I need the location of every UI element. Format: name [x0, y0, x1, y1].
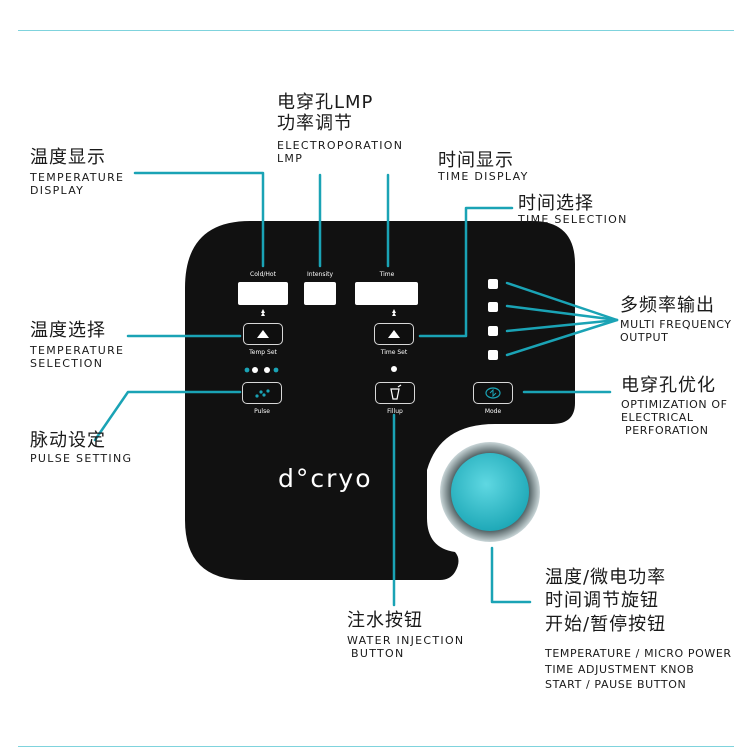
leader-multi-freq-2 — [505, 304, 619, 322]
temp-selection-en-2: SELECTION — [30, 357, 104, 371]
top-divider — [18, 30, 734, 31]
pulse-setting-en: PULSE SETTING — [30, 452, 133, 466]
time-display-cn: 时间显示 — [438, 150, 514, 171]
fillup-button[interactable] — [375, 382, 415, 404]
start-pause-knob[interactable] — [451, 453, 529, 531]
temp-selection-cn: 温度选择 — [30, 320, 106, 341]
multi-frequency-en-1: MULTI FREQUENCY — [620, 318, 732, 332]
multi-frequency-en-2: OUTPUT — [620, 331, 669, 345]
electroporation-cn-1: 电穿孔LMP — [277, 92, 374, 113]
pulse-dots-icon — [255, 389, 270, 398]
time-selection-cn: 时间选择 — [518, 193, 594, 214]
frequency-led-1 — [488, 279, 498, 289]
temp-display-en-2: DISPLAY — [30, 184, 85, 198]
temperature-display — [238, 282, 288, 305]
bottom-divider — [18, 746, 734, 747]
water-cup-icon — [390, 384, 402, 400]
frequency-led-2 — [488, 302, 498, 312]
up-triangle-icon — [257, 330, 269, 338]
opt-electro-en-3: PERFORATION — [625, 424, 709, 438]
opt-electro-en-2: ELECTRICAL — [621, 411, 694, 425]
water-injection-callout: 注水按钮 WATER INJECTION BUTTON — [347, 610, 464, 661]
temp-display-cn: 温度显示 — [30, 147, 106, 168]
knob-en-2: TIME ADJUSTMENT KNOB — [545, 662, 695, 676]
time-display-callout: 时间显示 TIME DISPLAY — [438, 150, 529, 184]
time-set-label: Time Set — [380, 349, 408, 356]
opt-electro-en-1: OPTIMIZATION OF — [621, 398, 728, 412]
fillup-label: Fillup — [387, 408, 403, 415]
brand-logo: d°cryo — [278, 464, 373, 493]
electroporation-cn-2: 功率调节 — [277, 113, 353, 135]
temp-display-en-1: TEMPERATURE — [30, 171, 125, 185]
frequency-led-4 — [488, 350, 498, 360]
electroporation-en-1: ELECTROPORATION — [277, 139, 404, 153]
knob-face — [451, 453, 529, 531]
knob-callout: 温度/微电功率 时间调节旋钮 开始/暂停按钮 TEMPERATURE / MIC… — [545, 566, 732, 692]
knob-cn-3: 开始/暂停按钮 — [545, 613, 667, 635]
pulse-setting-callout: 脉动设定 PULSE SETTING — [30, 430, 132, 466]
time-display — [355, 282, 418, 305]
multi-frequency-callout: 多频率输出 MULTI FREQUENCY OUTPUT — [620, 295, 732, 345]
leader-multi-freq-4 — [505, 318, 619, 357]
time-label: Time — [379, 271, 395, 278]
leader-pulse — [93, 390, 242, 442]
temp-selection-en-1: TEMPERATURE — [30, 344, 125, 358]
time-set-button[interactable] — [374, 323, 414, 345]
time-selection-callout: 时间选择 TIME SELECTION — [518, 193, 628, 227]
mode-button[interactable] — [473, 382, 513, 404]
water-injection-cn: 注水按钮 — [347, 610, 423, 631]
up-triangle-icon — [388, 330, 400, 338]
knob-cn-1: 温度/微电功率 — [545, 567, 667, 588]
mode-label: Mode — [484, 408, 502, 415]
temp-selection-callout: 温度选择 TEMPERATURE SELECTION — [30, 320, 124, 371]
leader-multi-freq-3 — [505, 318, 619, 333]
opt-electro-cn: 电穿孔优化 — [621, 375, 716, 396]
pulse-setting-cn: 脉动设定 — [30, 430, 106, 451]
temp-set-label: Temp Set — [249, 349, 277, 356]
intensity-label: Intensity — [306, 271, 334, 278]
intensity-display — [304, 282, 336, 305]
knob-en-3: START / PAUSE BUTTON — [545, 677, 687, 691]
water-injection-en-2: BUTTON — [351, 647, 405, 661]
temp-set-button[interactable] — [243, 323, 283, 345]
temp-display-callout: 温度显示 TEMPERATURE DISPLAY — [30, 147, 124, 198]
leader-time-selection — [418, 206, 514, 338]
electroporation-icon — [485, 387, 501, 399]
pulse-button[interactable] — [242, 382, 282, 404]
electroporation-en-2: LMP — [277, 152, 304, 166]
cold-hot-label: Cold/Hot — [250, 271, 276, 278]
leader-temp-display — [133, 171, 265, 268]
multi-frequency-cn: 多频率输出 — [620, 295, 715, 316]
electroporation-callout: 电穿孔LMP 功率调节 ELECTROPORATION LMP — [277, 92, 403, 166]
opt-electro-callout: 电穿孔优化 OPTIMIZATION OF ELECTRICAL PERFORA… — [621, 375, 728, 438]
leader-knob — [490, 546, 532, 604]
pulse-label: Pulse — [254, 408, 270, 415]
knob-en-1: TEMPERATURE / MICRO POWER — [545, 647, 732, 661]
leader-multi-freq-1 — [505, 281, 619, 322]
time-display-en: TIME DISPLAY — [438, 170, 529, 184]
time-selection-en: TIME SELECTION — [518, 213, 628, 227]
frequency-led-3 — [488, 326, 498, 336]
knob-cn-2: 时间调节旋钮 — [545, 590, 659, 612]
water-injection-en-1: WATER INJECTION — [347, 634, 465, 648]
